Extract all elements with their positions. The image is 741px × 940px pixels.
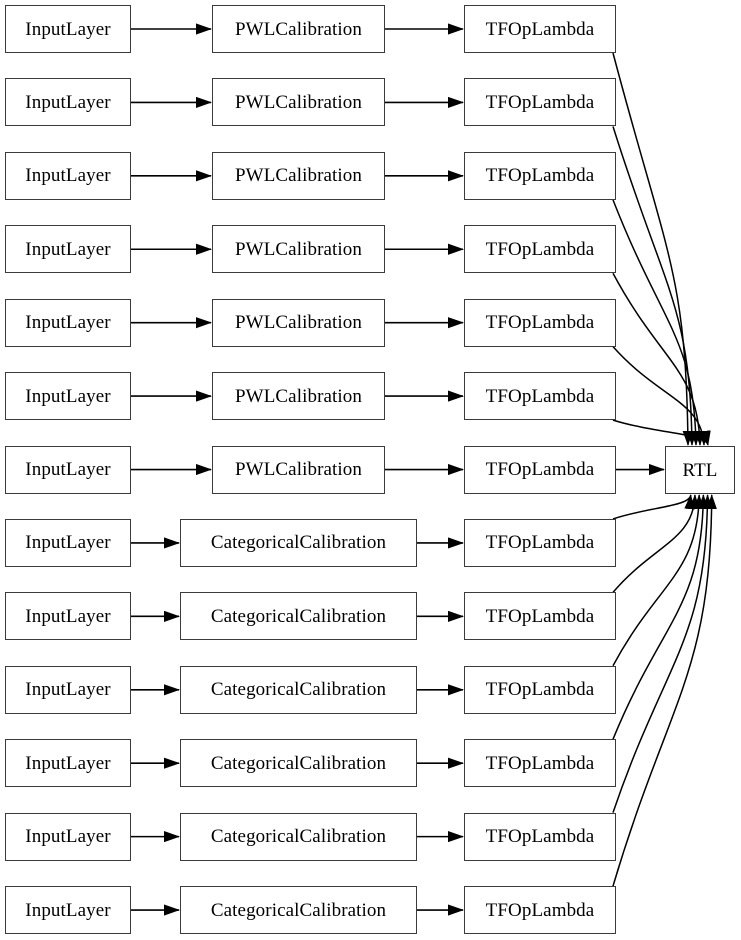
edge-lambda-to-output-10 [612, 494, 705, 667]
edge-lambda-to-output-3 [612, 199, 701, 446]
node-calibration-10-label: CategoricalCalibration [210, 679, 387, 701]
edge-lambda-to-output-5 [612, 346, 709, 446]
edge-lambda-to-output-1 [612, 52, 694, 446]
edge-lambda-to-output-8 [612, 494, 695, 520]
node-calibration-5[interactable]: PWLCalibration [212, 298, 385, 347]
edge-lambda-to-output-4 [612, 272, 705, 446]
node-input-layer-12[interactable]: InputLayer [5, 812, 131, 861]
node-tfoplambda-7-label: TFOpLambda [485, 459, 595, 481]
node-input-layer-8[interactable]: InputLayer [5, 518, 131, 567]
node-calibration-6-label: PWLCalibration [235, 385, 362, 407]
node-tfoplambda-3-label: TFOpLambda [485, 165, 595, 187]
node-calibration-7-label: PWLCalibration [235, 459, 362, 481]
node-calibration-8[interactable]: CategoricalCalibration [180, 518, 417, 567]
node-tfoplambda-4[interactable]: TFOpLambda [464, 225, 616, 274]
node-output-rtl[interactable]: RTL [665, 446, 735, 494]
node-tfoplambda-7[interactable]: TFOpLambda [464, 445, 616, 494]
node-input-layer-7-label: InputLayer [25, 459, 111, 481]
node-input-layer-1[interactable]: InputLayer [5, 5, 131, 53]
node-tfoplambda-10[interactable]: TFOpLambda [464, 665, 616, 714]
node-calibration-2[interactable]: PWLCalibration [212, 78, 385, 127]
node-tfoplambda-9-label: TFOpLambda [485, 605, 595, 627]
node-input-layer-2[interactable]: InputLayer [5, 78, 131, 127]
node-tfoplambda-4-label: TFOpLambda [485, 238, 595, 260]
node-calibration-9[interactable]: CategoricalCalibration [180, 592, 417, 641]
node-output-rtl-label: RTL [682, 459, 718, 481]
node-calibration-2-label: PWLCalibration [235, 91, 362, 113]
node-tfoplambda-3[interactable]: TFOpLambda [464, 151, 616, 200]
node-input-layer-5[interactable]: InputLayer [5, 298, 131, 347]
edge-lambda-to-output-13 [612, 494, 717, 887]
node-tfoplambda-5-label: TFOpLambda [485, 312, 595, 334]
edge-lambda-to-output-6 [612, 419, 711, 446]
node-tfoplambda-1[interactable]: TFOpLambda [464, 5, 616, 53]
node-tfoplambda-13-label: TFOpLambda [485, 899, 595, 921]
node-calibration-4[interactable]: PWLCalibration [212, 225, 385, 274]
node-tfoplambda-2[interactable]: TFOpLambda [464, 78, 616, 127]
node-calibration-1[interactable]: PWLCalibration [212, 5, 385, 53]
node-input-layer-3-label: InputLayer [25, 165, 111, 187]
node-tfoplambda-5[interactable]: TFOpLambda [464, 298, 616, 347]
node-calibration-9-label: CategoricalCalibration [210, 605, 387, 627]
node-tfoplambda-8[interactable]: TFOpLambda [464, 518, 616, 567]
node-calibration-13[interactable]: CategoricalCalibration [180, 886, 417, 935]
node-input-layer-6-label: InputLayer [25, 385, 111, 407]
node-input-layer-7[interactable]: InputLayer [5, 445, 131, 494]
node-input-layer-12-label: InputLayer [25, 826, 111, 848]
node-input-layer-1-label: InputLayer [25, 18, 111, 40]
node-calibration-10[interactable]: CategoricalCalibration [180, 665, 417, 714]
node-calibration-12-label: CategoricalCalibration [210, 826, 387, 848]
node-input-layer-4-label: InputLayer [25, 238, 111, 260]
node-calibration-3-label: PWLCalibration [235, 165, 362, 187]
node-input-layer-2-label: InputLayer [25, 91, 111, 113]
edge-lambda-to-output-2 [612, 126, 698, 446]
node-calibration-5-label: PWLCalibration [235, 312, 362, 334]
node-tfoplambda-6[interactable]: TFOpLambda [464, 372, 616, 421]
node-calibration-13-label: CategoricalCalibration [210, 899, 387, 921]
node-calibration-7[interactable]: PWLCalibration [212, 445, 385, 494]
node-calibration-8-label: CategoricalCalibration [210, 532, 387, 554]
node-tfoplambda-12[interactable]: TFOpLambda [464, 812, 616, 861]
node-tfoplambda-9[interactable]: TFOpLambda [464, 592, 616, 641]
node-input-layer-13[interactable]: InputLayer [5, 886, 131, 935]
node-tfoplambda-11-label: TFOpLambda [485, 752, 595, 774]
edge-lambda-to-output-11 [612, 494, 709, 740]
node-tfoplambda-8-label: TFOpLambda [485, 532, 595, 554]
edge-lambda-to-output-9 [612, 494, 700, 593]
node-calibration-1-label: PWLCalibration [235, 18, 362, 40]
node-input-layer-10[interactable]: InputLayer [5, 665, 131, 714]
node-input-layer-11[interactable]: InputLayer [5, 739, 131, 788]
node-calibration-6[interactable]: PWLCalibration [212, 372, 385, 421]
node-input-layer-9[interactable]: InputLayer [5, 592, 131, 641]
node-input-layer-4[interactable]: InputLayer [5, 225, 131, 274]
node-calibration-12[interactable]: CategoricalCalibration [180, 812, 417, 861]
node-calibration-4-label: PWLCalibration [235, 238, 362, 260]
node-input-layer-9-label: InputLayer [25, 605, 111, 627]
node-calibration-11-label: CategoricalCalibration [210, 752, 387, 774]
node-input-layer-11-label: InputLayer [25, 752, 111, 774]
node-calibration-3[interactable]: PWLCalibration [212, 151, 385, 200]
node-input-layer-3[interactable]: InputLayer [5, 151, 131, 200]
node-tfoplambda-10-label: TFOpLambda [485, 679, 595, 701]
node-input-layer-5-label: InputLayer [25, 312, 111, 334]
node-input-layer-13-label: InputLayer [25, 899, 111, 921]
node-tfoplambda-2-label: TFOpLambda [485, 91, 595, 113]
node-tfoplambda-11[interactable]: TFOpLambda [464, 739, 616, 788]
edge-lambda-to-output-12 [612, 494, 713, 813]
node-input-layer-10-label: InputLayer [25, 679, 111, 701]
node-tfoplambda-13[interactable]: TFOpLambda [464, 886, 616, 935]
node-tfoplambda-6-label: TFOpLambda [485, 385, 595, 407]
node-tfoplambda-12-label: TFOpLambda [485, 826, 595, 848]
node-calibration-11[interactable]: CategoricalCalibration [180, 739, 417, 788]
node-input-layer-6[interactable]: InputLayer [5, 372, 131, 421]
node-tfoplambda-1-label: TFOpLambda [485, 18, 595, 40]
node-input-layer-8-label: InputLayer [25, 532, 111, 554]
